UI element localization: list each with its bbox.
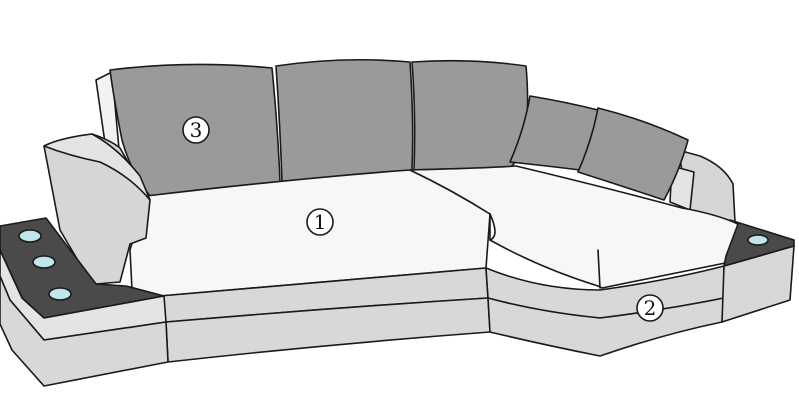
label-marker-2 [636,294,664,322]
back-cushion-right [411,59,529,171]
left-plinth [0,249,169,387]
shelf-light-2 [32,255,56,269]
back-cushion-middle [275,58,414,183]
main-base [159,267,491,363]
label-seat: 1 [314,210,327,234]
right-armrest [669,149,736,225]
right-shelf [723,219,795,267]
label-marker-3 [182,116,210,144]
label-marker-1 [306,208,334,236]
chaise-cushion-front [577,107,689,201]
shelf-light-4 [747,234,769,246]
shelf-light-3 [48,287,72,301]
left-armrest [43,133,151,285]
label-chaise: 2 [644,296,657,320]
left-shelf [0,217,165,319]
shelf-light-1 [18,229,42,243]
chaise-base [485,245,795,357]
label-back-cushion: 3 [190,118,203,142]
